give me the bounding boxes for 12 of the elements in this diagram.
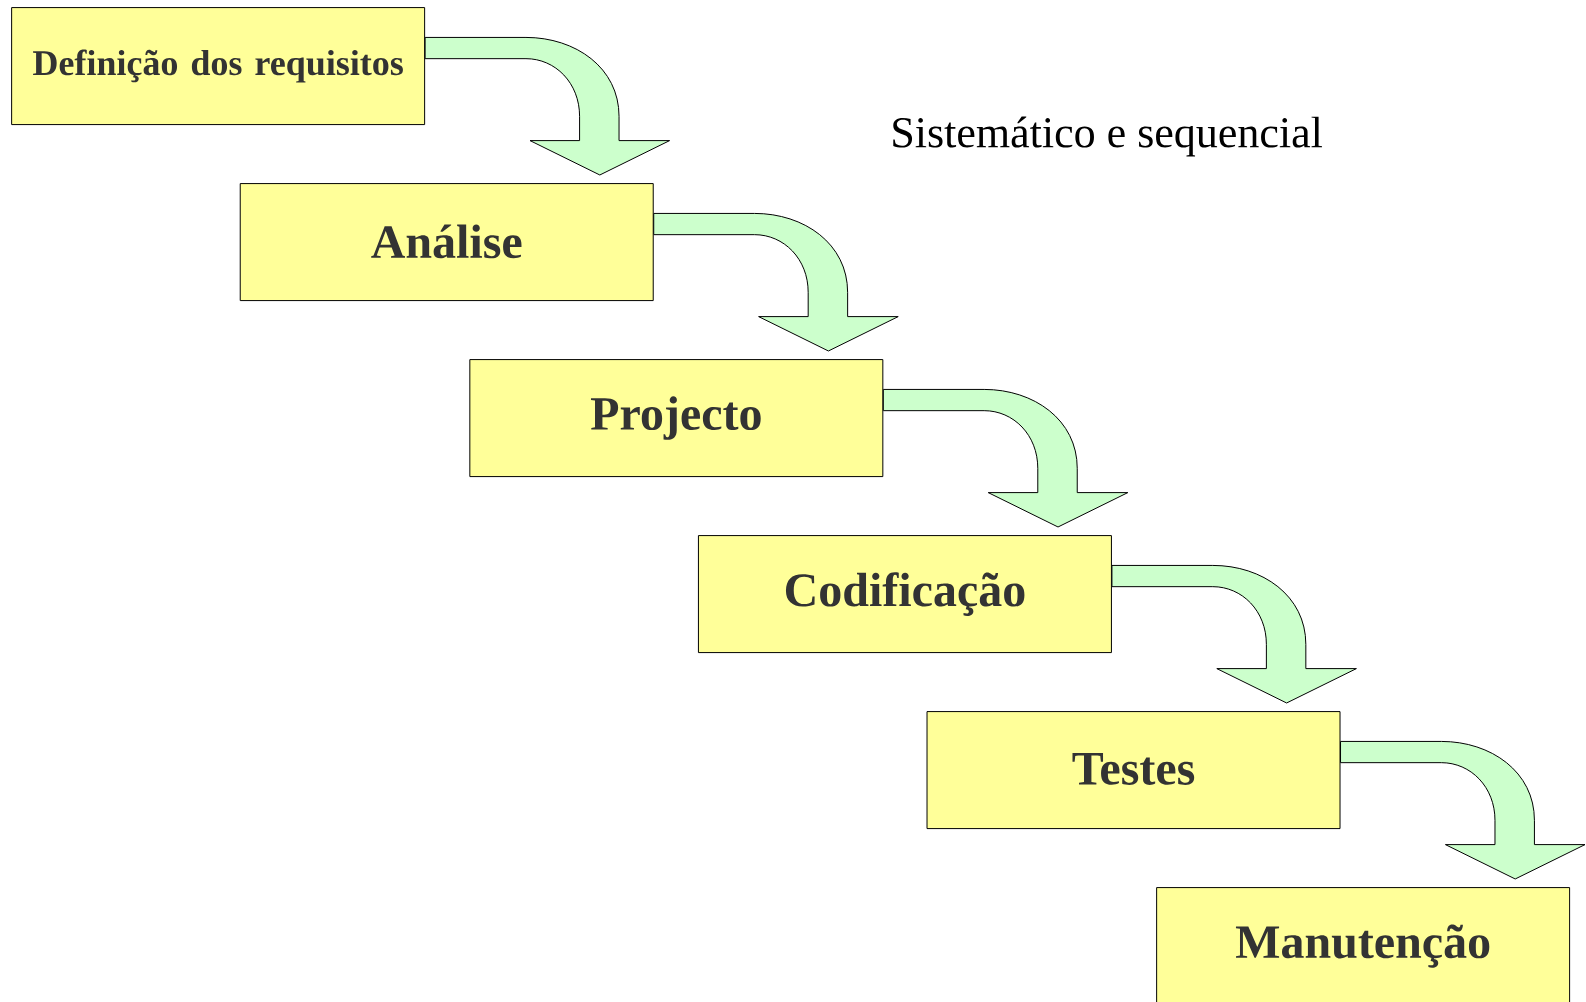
process-box: Definição dos requisitos: [11, 6, 426, 125]
title: Sistemático e sequencial: [893, 116, 1322, 157]
process-box: Manutenção: [1156, 886, 1571, 1002]
process-box: Codificação: [697, 534, 1112, 653]
curved-arrow: [424, 36, 671, 176]
process-box: Testes: [926, 710, 1341, 829]
curved-arrow: [882, 388, 1129, 528]
curved-arrow: [1340, 740, 1586, 880]
process-box: Análise: [239, 182, 654, 301]
curved-arrow: [653, 212, 899, 352]
process-box: Projecto: [469, 358, 884, 477]
curved-arrow: [1111, 564, 1357, 704]
